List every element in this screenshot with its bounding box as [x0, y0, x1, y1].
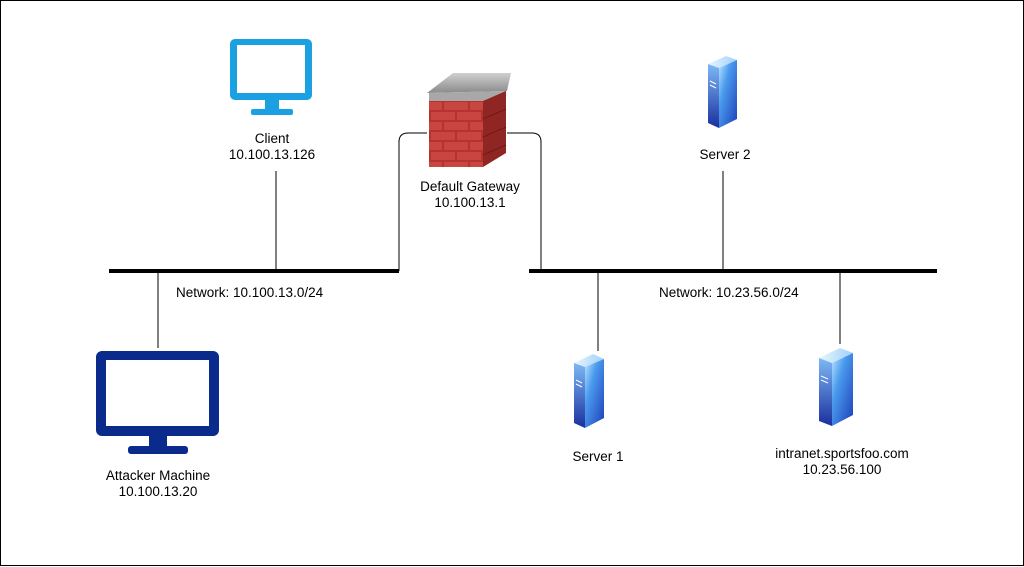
attacker-name: Attacker Machine	[105, 468, 211, 483]
server2-label: Server 2	[699, 147, 750, 163]
server1-name: Server 1	[572, 449, 624, 464]
network-right-label: Network: 10.23.56.0/24	[659, 285, 799, 300]
intranet-label: intranet.sportsfoo.com 10.23.56.100	[775, 446, 909, 478]
client-name: Client	[254, 131, 290, 146]
gateway-link-right	[507, 132, 542, 269]
attacker-monitor-icon	[96, 351, 219, 454]
server1-label: Server 1	[572, 449, 623, 465]
gateway-ip: 10.100.13.1	[434, 195, 506, 210]
firewall-icon	[427, 73, 511, 167]
client-monitor-icon	[230, 39, 312, 115]
attacker-ip: 10.100.13.20	[118, 484, 198, 499]
intranet-ip: 10.23.56.100	[802, 462, 882, 477]
attacker-label: Attacker Machine 10.100.13.20	[106, 468, 210, 500]
intranet-server-icon	[819, 348, 853, 426]
client-label: Client 10.100.13.126	[229, 131, 315, 163]
server2-icon	[708, 56, 737, 128]
client-ip: 10.100.13.126	[228, 147, 316, 162]
gateway-label: Default Gateway 10.100.13.1	[420, 179, 520, 211]
server1-icon	[574, 354, 604, 428]
intranet-name: intranet.sportsfoo.com	[775, 446, 909, 461]
network-left-label: Network: 10.100.13.0/24	[176, 285, 324, 300]
gateway-link-left	[398, 132, 427, 271]
server2-name: Server 2	[699, 147, 751, 162]
gateway-name: Default Gateway	[420, 179, 520, 194]
